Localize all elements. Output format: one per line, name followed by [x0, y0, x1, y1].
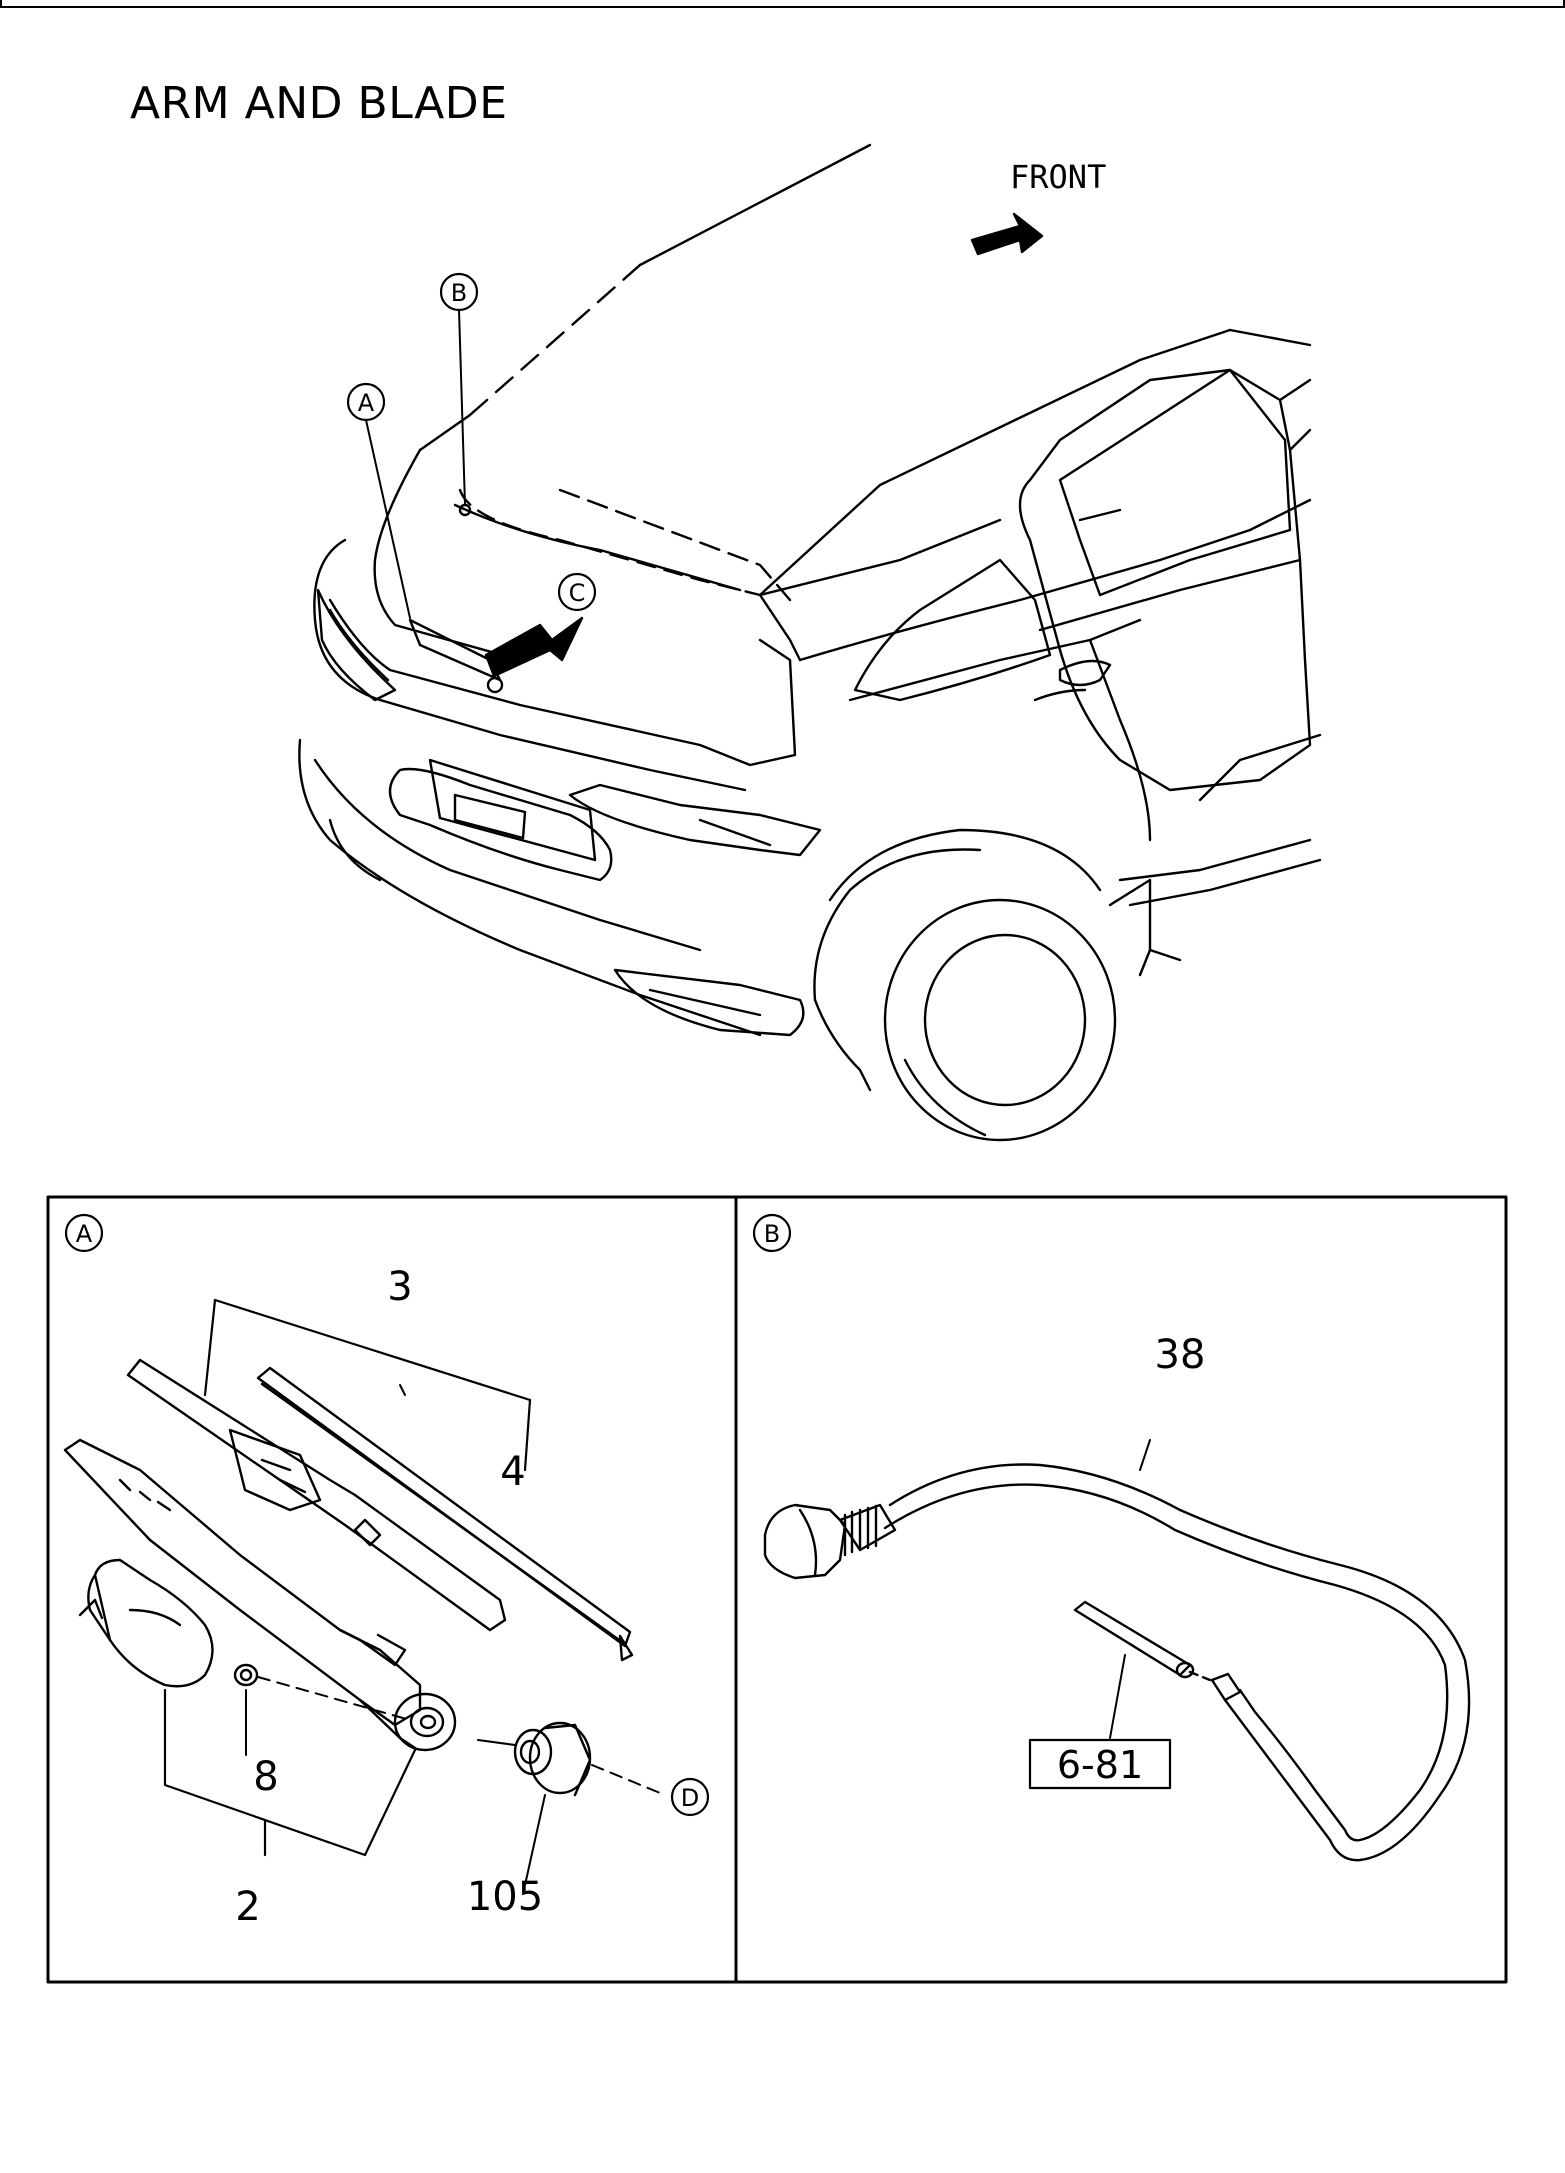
callout-a: A [358, 389, 375, 417]
panel-b-label: B [764, 1220, 780, 1248]
part-3-label: 3 [387, 1264, 412, 1310]
panel-a-label-circle [64, 1213, 104, 1253]
callout-b: B [451, 279, 467, 307]
callout-c-circle [557, 572, 597, 612]
panel-a-label: A [76, 1220, 93, 1248]
panel-a-parts [63, 1298, 710, 1886]
part-105-label: 105 [467, 1874, 543, 1920]
part-8-label: 8 [253, 1754, 278, 1800]
front-label: FRONT [1010, 158, 1106, 196]
part-2-label: 2 [235, 1884, 260, 1930]
part-38-label: 38 [1155, 1332, 1206, 1378]
panel-a-frame [46, 1195, 738, 1984]
panel-b-parts [763, 1439, 1471, 1862]
vehicle-overview [298, 143, 1322, 1142]
ref-box-6-81 [1028, 1738, 1172, 1790]
page-frame [0, 0, 1565, 8]
panel-b-frame [734, 1195, 1508, 1984]
ref-6-81-label: 6-81 [1057, 1743, 1143, 1787]
panel-b-label-circle [752, 1213, 792, 1253]
ref-d-callout: D [681, 1784, 699, 1812]
part-4-label: 4 [500, 1449, 525, 1495]
callout-b-circle [439, 272, 479, 312]
callout-c: C [569, 579, 586, 607]
page-title: ARM AND BLADE [130, 78, 508, 129]
callout-a-circle [346, 382, 386, 422]
